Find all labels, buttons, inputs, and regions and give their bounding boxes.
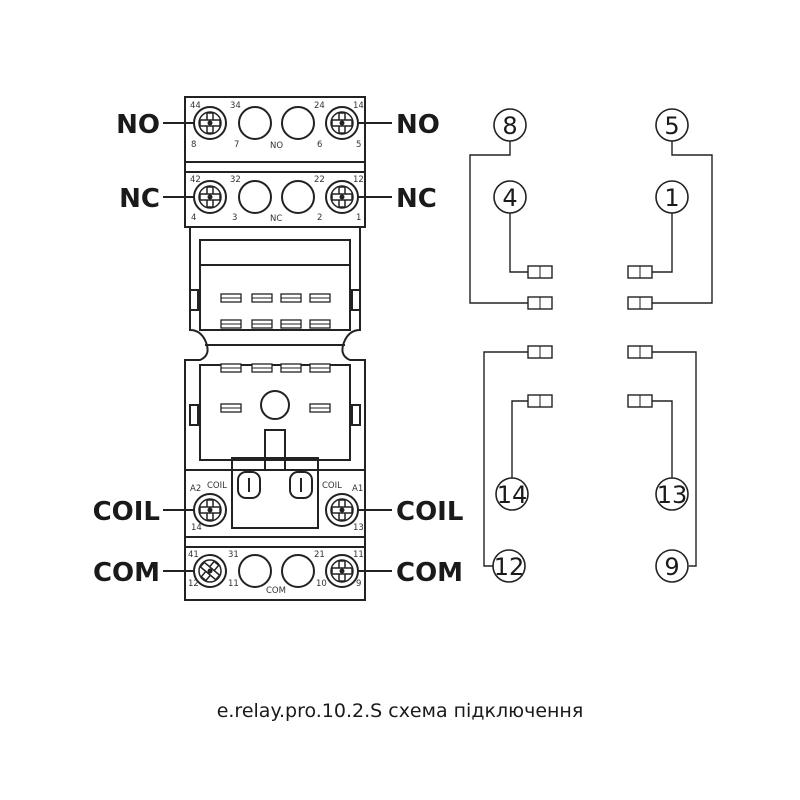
terminal-number: 2	[317, 213, 322, 223]
screw-terminal-icon	[325, 106, 359, 140]
terminal-number: 34	[230, 101, 241, 111]
pin-label: 4	[502, 184, 517, 212]
terminal-number: 4	[191, 213, 196, 223]
pin-label: 5	[664, 112, 679, 140]
label-no-right: NO	[396, 110, 440, 140]
diagram-caption: e.relay.pro.10.2.S схема підключення	[216, 700, 584, 722]
terminal-number: 14	[191, 523, 202, 533]
terminal-number: 44	[190, 101, 201, 111]
terminal-number: NC	[270, 214, 282, 224]
terminal-number: 11	[353, 550, 364, 560]
label-coil-right: COIL	[396, 497, 463, 527]
terminal-number: 7	[234, 140, 239, 150]
terminal-number: 41	[188, 550, 199, 560]
pin-label: 14	[497, 481, 528, 509]
terminal-number: 5	[356, 140, 361, 150]
terminal-number: A2	[190, 484, 201, 494]
terminal-number: 6	[317, 140, 322, 150]
label-nc-right: NC	[396, 184, 437, 214]
pin-label: 9	[664, 553, 679, 581]
terminal-row-nc: 42 32 22 12 4 3 NC 2 1	[190, 175, 364, 224]
terminal-number: 12	[188, 579, 199, 589]
relay-socket	[184, 96, 366, 601]
terminal-number: 3	[232, 213, 237, 223]
terminal-row-coil: A2 COIL 14 COIL A1 13	[190, 481, 364, 533]
terminal-number: 31	[228, 550, 239, 560]
terminal-number: 1	[356, 213, 361, 223]
label-no-left: NO	[116, 110, 160, 140]
contact-pins	[527, 265, 653, 408]
terminal-number: 32	[230, 175, 241, 185]
pin-label: 13	[657, 481, 688, 509]
label-coil-left: COIL	[93, 497, 160, 527]
terminal-number: 14	[353, 101, 364, 111]
screw-terminal-icon	[193, 180, 227, 214]
terminal-number: 22	[314, 175, 325, 185]
terminal-number: 21	[314, 550, 325, 560]
terminal-number: 12	[353, 175, 364, 185]
terminal-number: A1	[352, 484, 363, 494]
terminal-name: COIL	[322, 481, 342, 491]
label-nc-left: NC	[119, 184, 160, 214]
terminal-number: 10	[316, 579, 327, 589]
screw-terminal-icon	[325, 180, 359, 214]
terminal-name: COIL	[207, 481, 227, 491]
screw-terminal-icon	[325, 493, 359, 527]
terminal-number: 8	[191, 140, 196, 150]
terminal-number: 11	[228, 579, 239, 589]
terminal-number: 13	[353, 523, 364, 533]
terminal-row-com: 41 31 21 11 12 11 COM 10 9	[186, 547, 364, 596]
terminal-number: NO	[270, 141, 283, 151]
screw-terminal-icon	[193, 106, 227, 140]
pin-circles	[492, 108, 689, 583]
label-com-left: COM	[93, 558, 160, 588]
label-leaders	[163, 122, 392, 572]
contact-schematic	[469, 140, 713, 567]
terminal-number: 9	[356, 579, 361, 589]
terminal-number: COM	[266, 586, 286, 596]
terminal-number: 42	[190, 175, 201, 185]
screw-terminal-icon	[193, 493, 227, 527]
label-com-right: COM	[396, 558, 463, 588]
pin-label: 1	[664, 184, 679, 212]
pin-label: 8	[502, 112, 517, 140]
terminal-number: 24	[314, 101, 325, 111]
terminal-row-no: 44 34 24 14 8 7 NO 6 5	[190, 101, 364, 151]
socket-slots	[220, 293, 331, 413]
pin-label: 12	[494, 553, 525, 581]
